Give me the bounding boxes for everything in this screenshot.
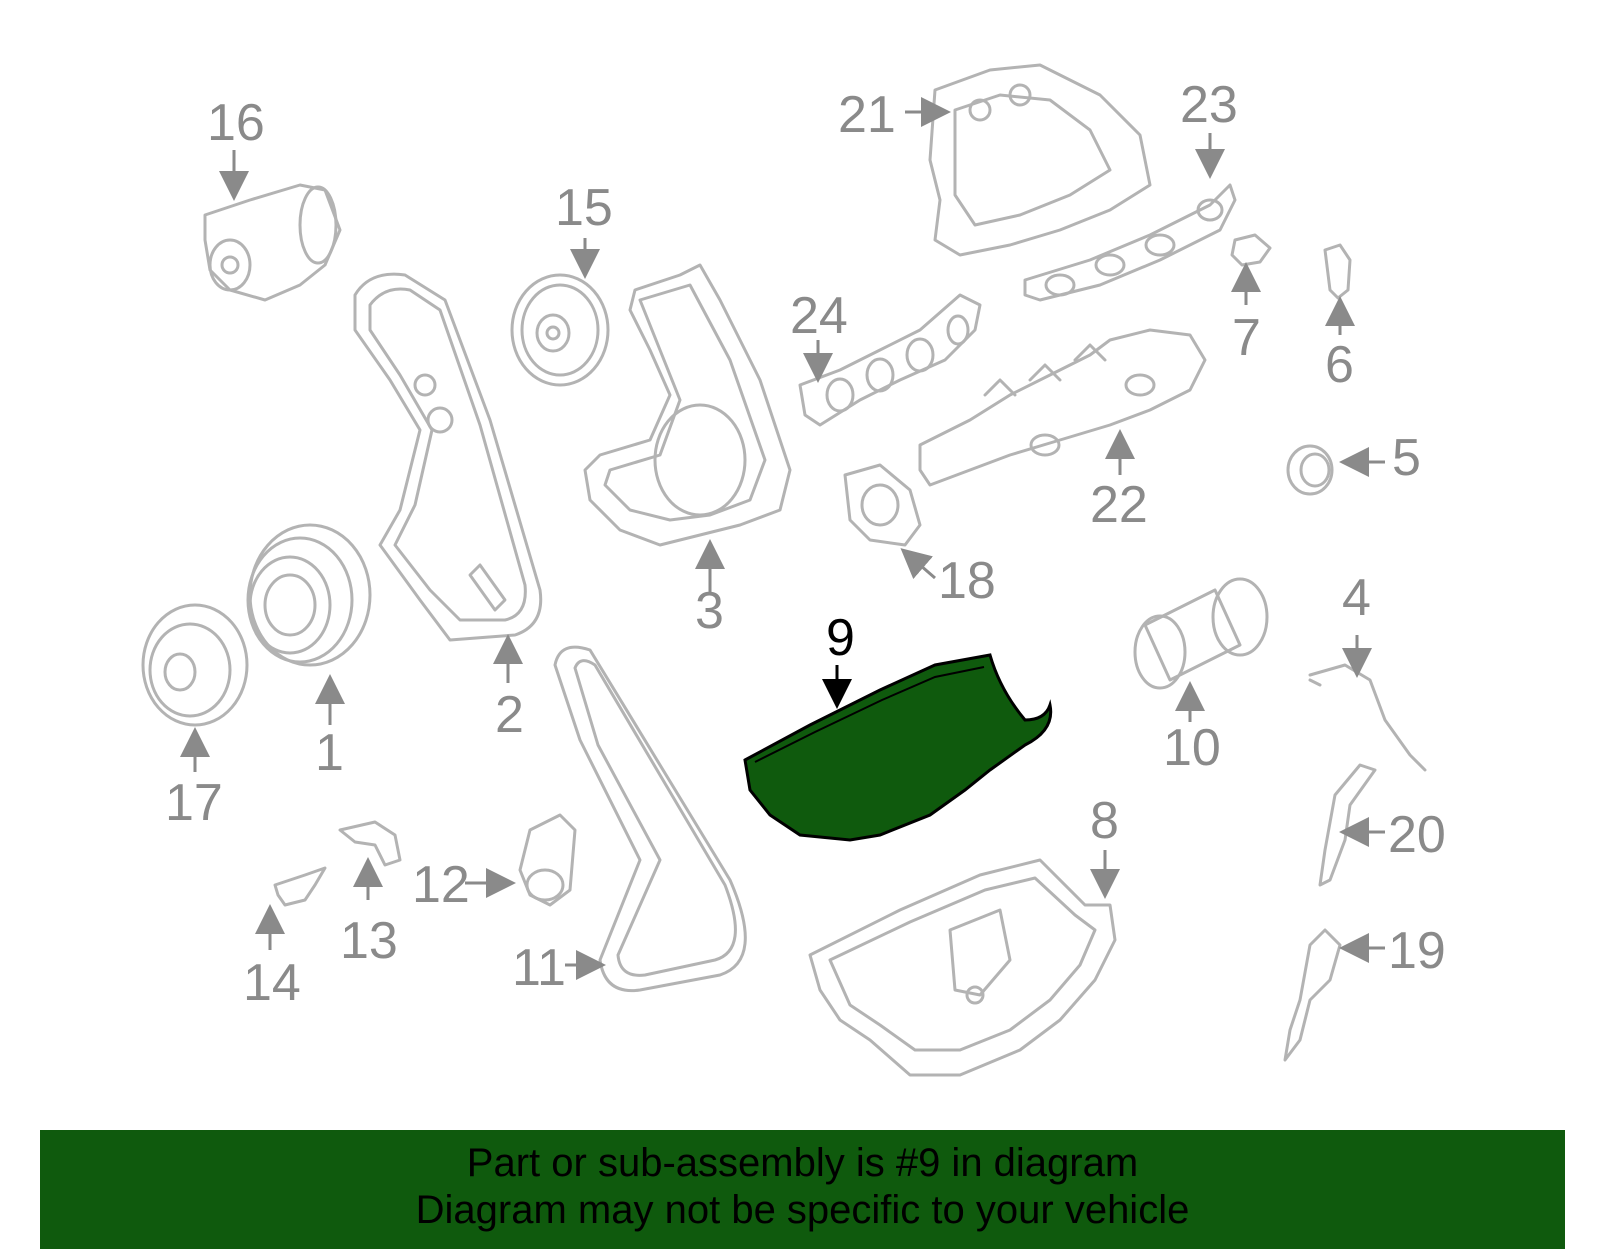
callout-2: 2 xyxy=(495,686,524,744)
callout-1: 1 xyxy=(315,724,344,782)
part-9-oil-pan-gasket xyxy=(743,653,1053,842)
part-24-manifold-gasket xyxy=(798,293,982,427)
part-10-oil-filter xyxy=(1133,577,1269,690)
part-14-plug xyxy=(273,866,327,907)
part-20-dipstick-tube xyxy=(1318,763,1377,887)
part-15-cam-sprocket xyxy=(510,273,610,387)
part-1-crank-pulley xyxy=(246,523,372,667)
callout-10: 10 xyxy=(1163,719,1221,777)
part-16-water-pump xyxy=(203,183,342,302)
part-22-exhaust-manifold xyxy=(918,328,1207,487)
part-12-tensioner xyxy=(518,813,577,907)
callout-18: 18 xyxy=(938,552,996,610)
info-banner: Part or sub-assembly is #9 in diagram Di… xyxy=(40,1130,1565,1249)
part-21-intake-manifold xyxy=(928,63,1152,257)
callout-13: 13 xyxy=(340,912,398,970)
callout-20: 20 xyxy=(1388,806,1446,864)
callout-15: 15 xyxy=(555,179,613,237)
part-23-intake-gasket xyxy=(1023,183,1237,302)
callout-arrows xyxy=(180,97,1385,980)
part-17-crank-sprocket xyxy=(141,603,249,727)
part-19-dipstick xyxy=(1283,928,1342,1062)
part-5-seal xyxy=(1286,444,1334,496)
callout-17: 17 xyxy=(165,774,223,832)
part-18-gasket xyxy=(843,463,922,547)
callout-16: 16 xyxy=(207,94,265,152)
callout-labels: 16 15 21 23 24 7 6 5 22 18 3 2 1 17 10 4… xyxy=(165,76,1446,1012)
callout-23: 23 xyxy=(1180,76,1238,134)
callout-24: 24 xyxy=(790,287,848,345)
callout-4: 4 xyxy=(1342,569,1371,627)
part-3-inner-timing-cover xyxy=(583,263,792,547)
part-13-bracket xyxy=(338,820,402,867)
part-4-sensor-wire xyxy=(1308,663,1427,772)
callout-21: 21 xyxy=(838,86,896,144)
callout-22: 22 xyxy=(1090,476,1148,534)
callout-12: 12 xyxy=(412,856,470,914)
part-2-timing-cover xyxy=(353,272,543,642)
part-6-sensor xyxy=(1323,243,1352,300)
part-7-sensor xyxy=(1230,233,1272,267)
callout-11: 11 xyxy=(512,939,566,997)
callout-6: 6 xyxy=(1325,336,1354,394)
banner-line-1: Part or sub-assembly is #9 in diagram xyxy=(466,1141,1139,1185)
callout-5: 5 xyxy=(1392,429,1421,487)
part-11-timing-belt xyxy=(553,645,747,993)
banner-line-2: Diagram may not be specific to your vehi… xyxy=(415,1188,1190,1232)
callout-14: 14 xyxy=(243,954,301,1012)
callout-19: 19 xyxy=(1388,922,1446,980)
part-8-oil-pan xyxy=(808,858,1117,1077)
callout-3: 3 xyxy=(695,582,724,640)
callout-8: 8 xyxy=(1090,792,1119,850)
callout-9: 9 xyxy=(826,609,855,667)
callout-7: 7 xyxy=(1232,309,1261,367)
